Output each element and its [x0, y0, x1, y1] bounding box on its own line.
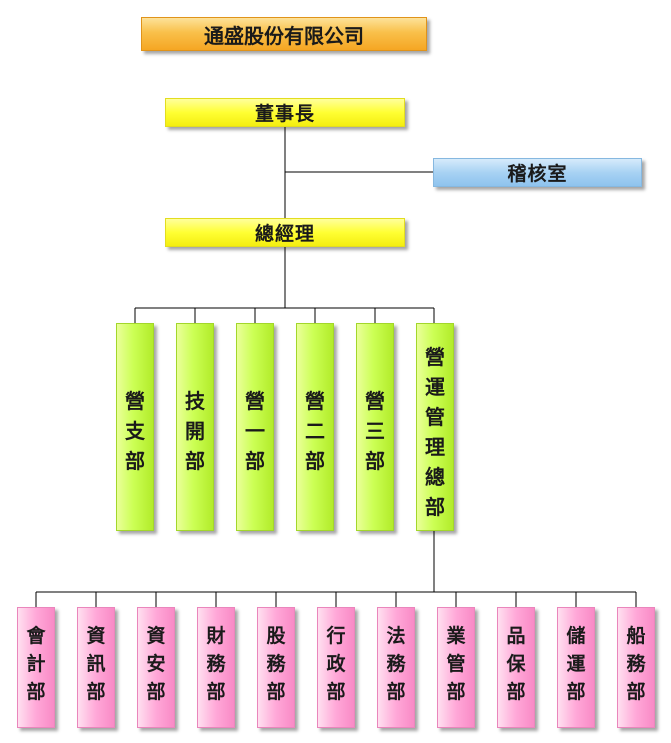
- subunit-box-4: 財務部: [197, 607, 235, 728]
- department-label: 部: [305, 449, 325, 473]
- subunit-box-3: 資安部: [137, 607, 175, 728]
- subunit-label: 務: [266, 653, 286, 675]
- subunit-label: 務: [386, 653, 406, 675]
- department-label: 一: [245, 419, 265, 443]
- general-manager-box: 總經理: [165, 218, 405, 247]
- subunit-label: 運: [566, 653, 586, 675]
- general-manager-label: 總經理: [254, 223, 315, 245]
- subunit-label: 法: [386, 625, 406, 647]
- department-label: 營: [425, 345, 445, 369]
- department-box-2: 技開部: [176, 323, 214, 531]
- department-label: 部: [365, 449, 385, 473]
- department-label: 技: [185, 389, 205, 413]
- subunit-label: 安: [146, 653, 166, 675]
- department-label: 部: [425, 495, 445, 519]
- department-label: 營: [365, 389, 385, 413]
- chairman-box: 董事長: [165, 98, 405, 127]
- subunit-label: 務: [206, 653, 226, 675]
- department-label: 開: [185, 419, 205, 443]
- subunit-label: 業: [446, 625, 466, 647]
- department-label: 支: [125, 419, 145, 443]
- subunit-label: 財: [206, 625, 226, 647]
- department-box-3: 營一部: [236, 323, 274, 531]
- department-label: 部: [185, 449, 205, 473]
- subunit-label: 管: [446, 653, 466, 675]
- subunit-box-9: 品保部: [497, 607, 535, 728]
- chairman-label: 董事長: [254, 103, 315, 125]
- subunit-label: 保: [506, 653, 526, 675]
- subunit-box-7: 法務部: [377, 607, 415, 728]
- subunit-box-5: 股務部: [257, 607, 295, 728]
- subunit-box-11: 船務部: [617, 607, 655, 728]
- subunit-label: 部: [626, 681, 646, 703]
- subunit-label: 訊: [86, 653, 106, 675]
- subunit-box-6: 行政部: [317, 607, 355, 728]
- department-label: 二: [305, 419, 325, 443]
- subunit-label: 行: [326, 625, 346, 647]
- department-box-1: 營支部: [116, 323, 154, 531]
- department-label: 管: [425, 405, 445, 429]
- subunit-label: 品: [506, 625, 526, 647]
- subunit-label: 計: [26, 653, 46, 675]
- department-label: 三: [365, 419, 385, 443]
- subunit-label: 資: [86, 625, 106, 647]
- department-label: 理: [425, 435, 445, 459]
- company-box: 通盛股份有限公司: [141, 17, 427, 51]
- subunit-label: 股: [266, 625, 286, 647]
- subunit-label: 部: [566, 681, 586, 703]
- subunit-label: 資: [146, 625, 166, 647]
- department-label: 營: [125, 389, 145, 413]
- department-label: 部: [125, 449, 145, 473]
- audit-office-label: 稽核室: [507, 163, 568, 185]
- subunit-box-8: 業管部: [437, 607, 475, 728]
- subunit-label: 部: [446, 681, 466, 703]
- audit-office-box: 稽核室: [433, 158, 642, 187]
- subunit-label: 部: [326, 681, 346, 703]
- subunit-label: 部: [86, 681, 106, 703]
- subunit-label: 部: [386, 681, 406, 703]
- department-label: 運: [425, 375, 445, 399]
- subunit-label: 部: [266, 681, 286, 703]
- department-label: 總: [425, 465, 445, 489]
- subunit-label: 部: [506, 681, 526, 703]
- subunit-label: 政: [326, 653, 346, 675]
- department-label: 營: [305, 389, 325, 413]
- subunit-label: 部: [206, 681, 226, 703]
- subunit-label: 部: [146, 681, 166, 703]
- department-label: 部: [245, 449, 265, 473]
- subunit-box-2: 資訊部: [77, 607, 115, 728]
- department-label: 營: [245, 389, 265, 413]
- subunit-box-1: 會計部: [17, 607, 55, 728]
- department-box-5: 營三部: [356, 323, 394, 531]
- company-label: 通盛股份有限公司: [204, 23, 364, 48]
- subunit-label: 務: [626, 653, 646, 675]
- subunit-label: 部: [26, 681, 46, 703]
- subunit-label: 船: [626, 625, 646, 647]
- subunit-box-10: 儲運部: [557, 607, 595, 728]
- subunit-label: 會: [26, 625, 46, 647]
- department-box-4: 營二部: [296, 323, 334, 531]
- department-box-6: 營運管理總部: [416, 323, 454, 531]
- subunit-label: 儲: [566, 625, 586, 647]
